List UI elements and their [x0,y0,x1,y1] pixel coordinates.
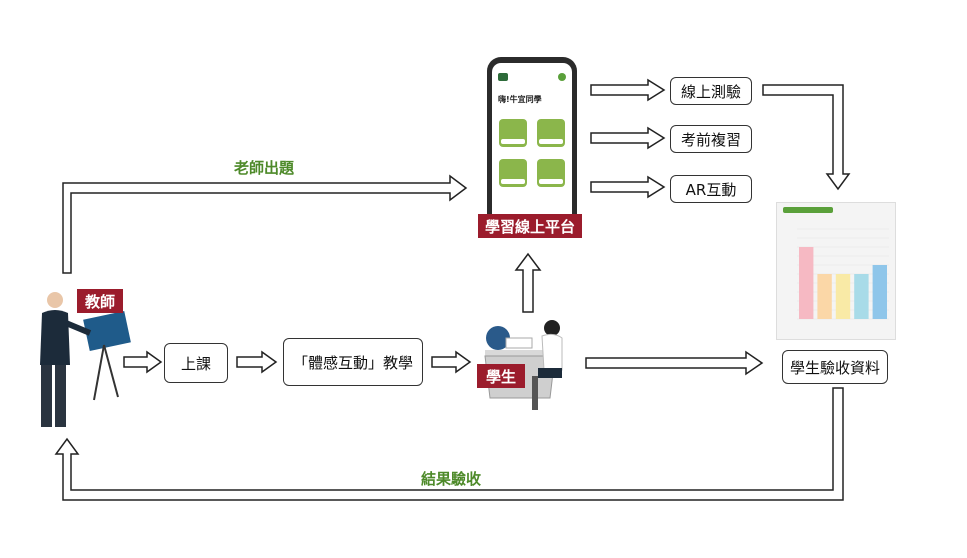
teacher-illustration [40,292,131,427]
profile-icon [558,73,566,81]
arrow-platform-to-test [590,78,666,102]
app-tile [537,159,565,187]
phone-mockup: 嗨!牛宜同學 [487,57,577,232]
results-chart-card [776,202,896,340]
chart-bar [817,274,832,319]
chart-bar [799,247,814,319]
arrow-teaching-to-student [431,350,472,374]
arrow-platform-to-ar [590,175,666,199]
results-bar-chart [797,228,889,320]
app-tile [499,119,527,147]
student-data-box: 學生驗收資料 [782,350,888,384]
arrow-teacher-to-platform [62,174,468,274]
phone-screen: 嗨!牛宜同學 [492,63,572,226]
ar-interaction-box: AR互動 [670,175,752,203]
platform-tag: 學習線上平台 [478,214,582,238]
arrow-platform-to-review [590,126,666,150]
arrow-student-to-platform [514,252,542,313]
student-tag: 學生 [477,364,525,388]
app-logo-icon [498,73,508,81]
chart-bar [835,274,851,319]
phone-greeting: 嗨!牛宜同學 [498,95,542,104]
arrow-class-to-teaching [236,350,278,374]
exam-review-box: 考前複習 [670,125,752,153]
chart-bar [854,274,869,319]
arrow-data-to-teacher [54,387,844,501]
arrow-teacher-to-class [123,350,163,374]
result-acceptance-label: 結果驗收 [421,470,482,488]
arrow-student-to-data [585,350,764,376]
somatosensory-teaching-box: 「體感互動」教學 [283,338,423,386]
app-tile [499,159,527,187]
online-test-box: 線上測驗 [670,77,752,105]
chart-header-icon [783,207,833,213]
class-box: 上課 [164,343,228,383]
app-tile [537,119,565,147]
arrow-test-to-chart [762,84,851,191]
teacher-question-label: 老師出題 [234,159,295,177]
teacher-tag: 教師 [77,289,123,313]
chart-bar [872,265,887,319]
